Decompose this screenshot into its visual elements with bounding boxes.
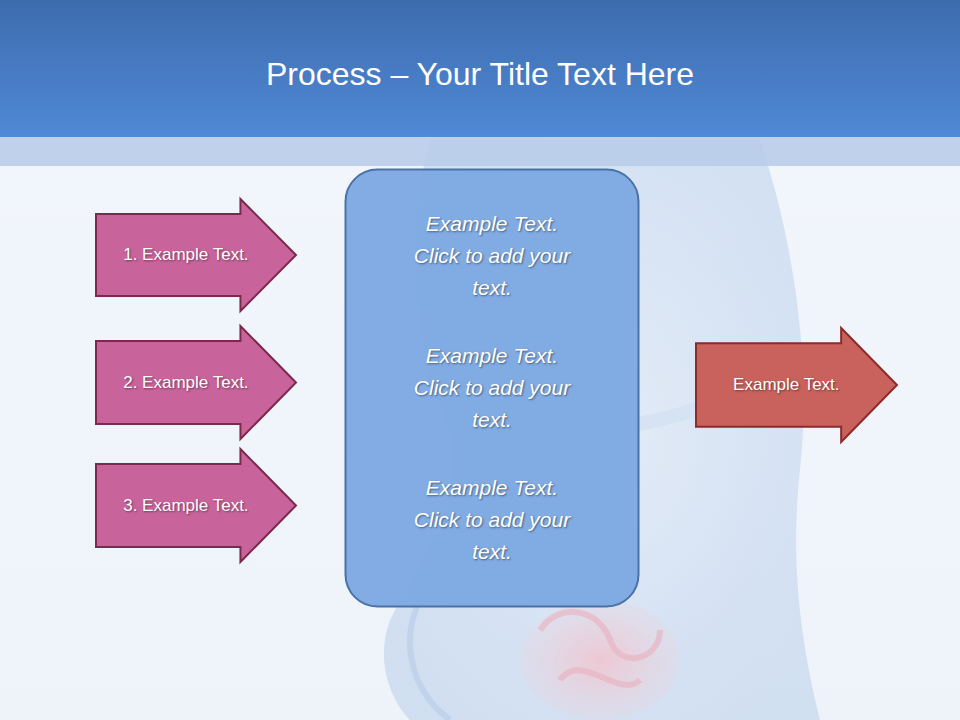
box-text: Example Text. Click to add your text. [410, 208, 575, 304]
header-band [0, 0, 960, 137]
input-arrow: 1. Example Text. [95, 198, 297, 312]
output-arrow: Example Text. [695, 327, 898, 443]
box-text: Example Text. Click to add your text. [410, 340, 575, 436]
header-strip [0, 137, 960, 166]
input-arrow: 2. Example Text. [95, 325, 297, 440]
slide-title: Process – Your Title Text Here [0, 52, 960, 96]
box-text: Example Text. Click to add your text. [410, 472, 575, 568]
arrow-label: 3. Example Text. [123, 496, 248, 516]
process-box: Example Text. Click to add your text. Exa… [344, 168, 640, 608]
arrow-label: 1. Example Text. [123, 245, 248, 265]
arrow-label: Example Text. [733, 375, 839, 395]
arrow-label: 2. Example Text. [123, 373, 248, 393]
input-arrow: 3. Example Text. [95, 448, 297, 563]
